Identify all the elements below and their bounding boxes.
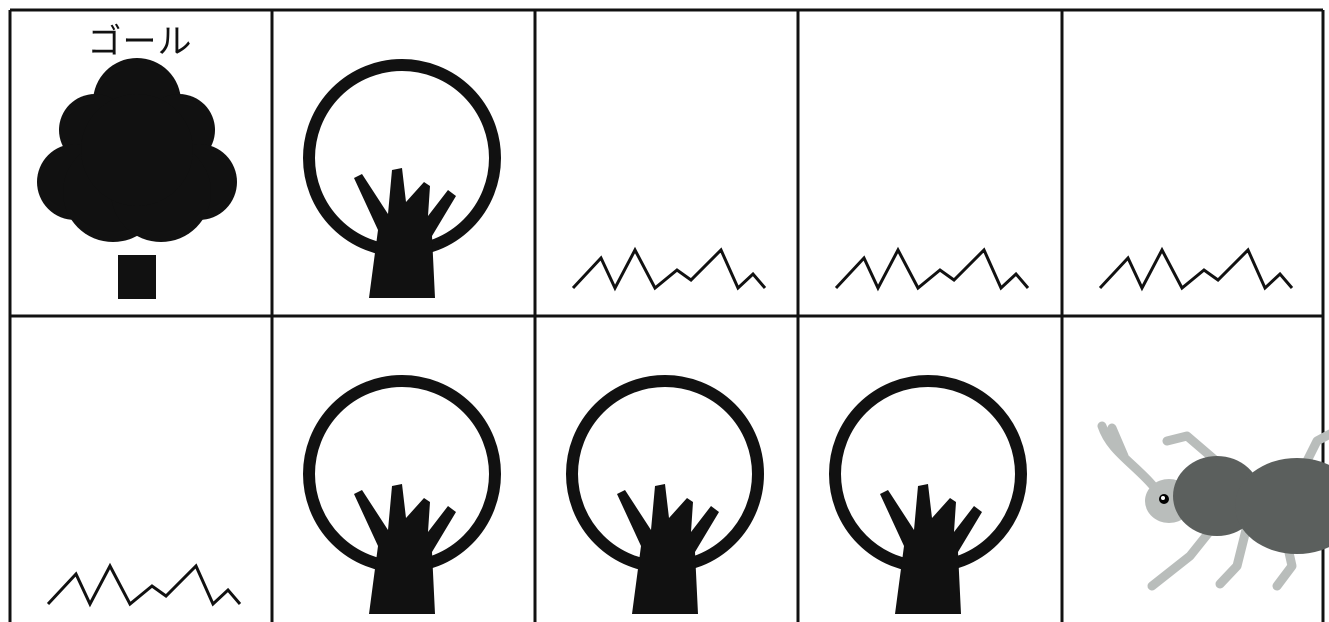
tree-icon (835, 381, 1021, 614)
board-cell-grass (48, 566, 240, 604)
board-cell-tree (309, 381, 495, 614)
goal-tree-icon (37, 58, 237, 299)
board-cell-grass (1100, 250, 1292, 288)
beetle-icon (1102, 426, 1329, 586)
board-cell-goal-tree (37, 58, 237, 299)
board-cell-tree (309, 65, 495, 298)
grass-icon (48, 566, 240, 604)
tree-icon (572, 381, 758, 614)
goal-label: ゴール (10, 14, 270, 63)
tree-icon (309, 65, 495, 298)
board-cell-grass (573, 250, 765, 288)
grass-icon (573, 250, 765, 288)
board-cell-tree (572, 381, 758, 614)
board-cell-tree (835, 381, 1021, 614)
tree-icon (309, 381, 495, 614)
grass-icon (1100, 250, 1292, 288)
board-cell-grass (836, 250, 1028, 288)
grass-icon (836, 250, 1028, 288)
board-cell-beetle (1102, 426, 1329, 586)
